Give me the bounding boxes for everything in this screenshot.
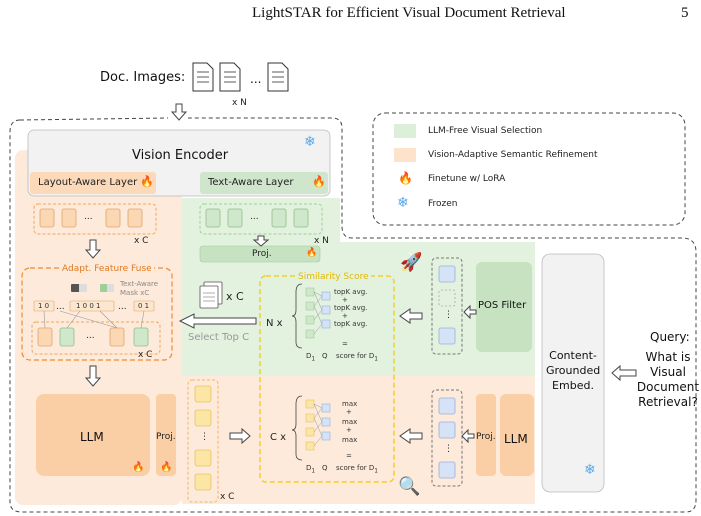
topk-label: topK avg. [334,320,368,328]
pos-filter-label: POS Filter [478,300,527,311]
flame-icon: 🔥 [132,462,145,473]
mask-bits: 1 0 [38,302,50,310]
n-times-label: N x [266,318,283,329]
doc-count-label: x N [232,98,247,108]
text-aware-layer-label: Text-Aware Layer [208,177,294,188]
yellow-vdots: ⋮ [200,432,209,442]
score-label: score for D1 [336,464,378,475]
snowflake-icon: ❄ [584,462,596,478]
left-proj-label: Proj. [156,432,176,442]
score-label: score for D1 [336,352,378,363]
snowflake-icon: ❄ [304,134,316,150]
token-ellipsis: ... [56,302,65,312]
legend-label: Frozen [428,199,458,209]
right-llm-label: LLM [504,432,528,446]
plus-sign: + [346,426,352,434]
equals-sign: = [346,452,352,460]
green-token-count: x N [314,236,329,246]
green-proj-label: Proj. [252,249,272,259]
fused-token-count: x C [138,350,153,360]
mask-label-2: Mask xC [120,289,150,297]
mask-label-1: Text-Aware [120,280,159,288]
doc-ellipsis: ... [250,72,262,86]
orange-token-count: x C [134,236,149,246]
topk-label: topK avg. [334,288,368,296]
embed-box [541,253,605,493]
plus-sign: + [346,408,352,416]
magnifier-icon: 🔍 [398,476,421,497]
token-ellipsis: ... [84,212,93,222]
token-ellipsis: ... [86,331,95,341]
select-top-c-label: Select Top C [188,332,250,343]
blue-vdots: ⋮ [444,310,453,320]
left-llm-label: LLM [80,430,104,444]
token-ellipsis: ... [250,212,259,222]
max-label: max [342,400,358,408]
content-grounded-embed-label: Content- Grounded Embed. [546,349,601,392]
q-label: Q [322,464,328,472]
d-label: D1 [306,352,316,363]
fuse-title: Adapt. Feature Fuse [60,264,154,274]
selected-count: x C [226,290,244,303]
pos-filter-box [476,262,532,352]
legend-label: Vision-Adaptive Semantic Refinement [428,150,598,160]
legend-frame [372,112,686,226]
plus-sign: + [342,296,348,304]
topk-label: topK avg. [334,304,368,312]
flame-icon: 🔥 [398,171,413,185]
legend-label: Finetune w/ LoRA [428,174,506,184]
similarity-score-title: Similarity Score [296,272,371,282]
max-label: max [342,436,358,444]
max-label: max [342,418,358,426]
layout-aware-layer-label: Layout-Aware Layer [38,177,138,188]
q-label: Q [322,352,328,360]
blue-vdots: ⋮ [444,444,453,454]
snowflake-icon: ❄ [397,195,409,211]
token-ellipsis: ... [118,302,127,312]
page-number: 5 [681,5,689,21]
d-label: D1 [306,464,316,475]
plus-sign: + [342,312,348,320]
mask-bits: 1 0 0 1 [76,302,101,310]
mask-bits: 0 1 [138,302,150,310]
equals-sign: = [342,340,348,348]
flame-icon: 🔥 [140,175,154,188]
flame-icon: 🔥 [306,248,318,258]
query-title: Query: [650,330,690,344]
text-layer-box [200,172,328,194]
query-text: What is Visual Document Retrieval? [636,350,700,409]
vision-encoder-title: Vision Encoder [132,148,229,163]
layout-layer-box [30,172,156,194]
flame-icon: 🔥 [312,175,326,188]
doc-images-label: Doc. Images: [100,70,186,85]
yellow-token-count: x C [220,492,235,502]
left-llm-box [36,394,150,476]
rocket-icon: 🚀 [400,252,423,273]
page-header-title: LightSTAR for Efficient Visual Document … [252,5,566,21]
right-proj-label: Proj. [476,432,496,442]
legend-label: LLM-Free Visual Selection [428,126,543,136]
c-times-label: C x [270,432,287,443]
outer-frame [9,117,697,513]
flame-icon: 🔥 [160,462,173,473]
